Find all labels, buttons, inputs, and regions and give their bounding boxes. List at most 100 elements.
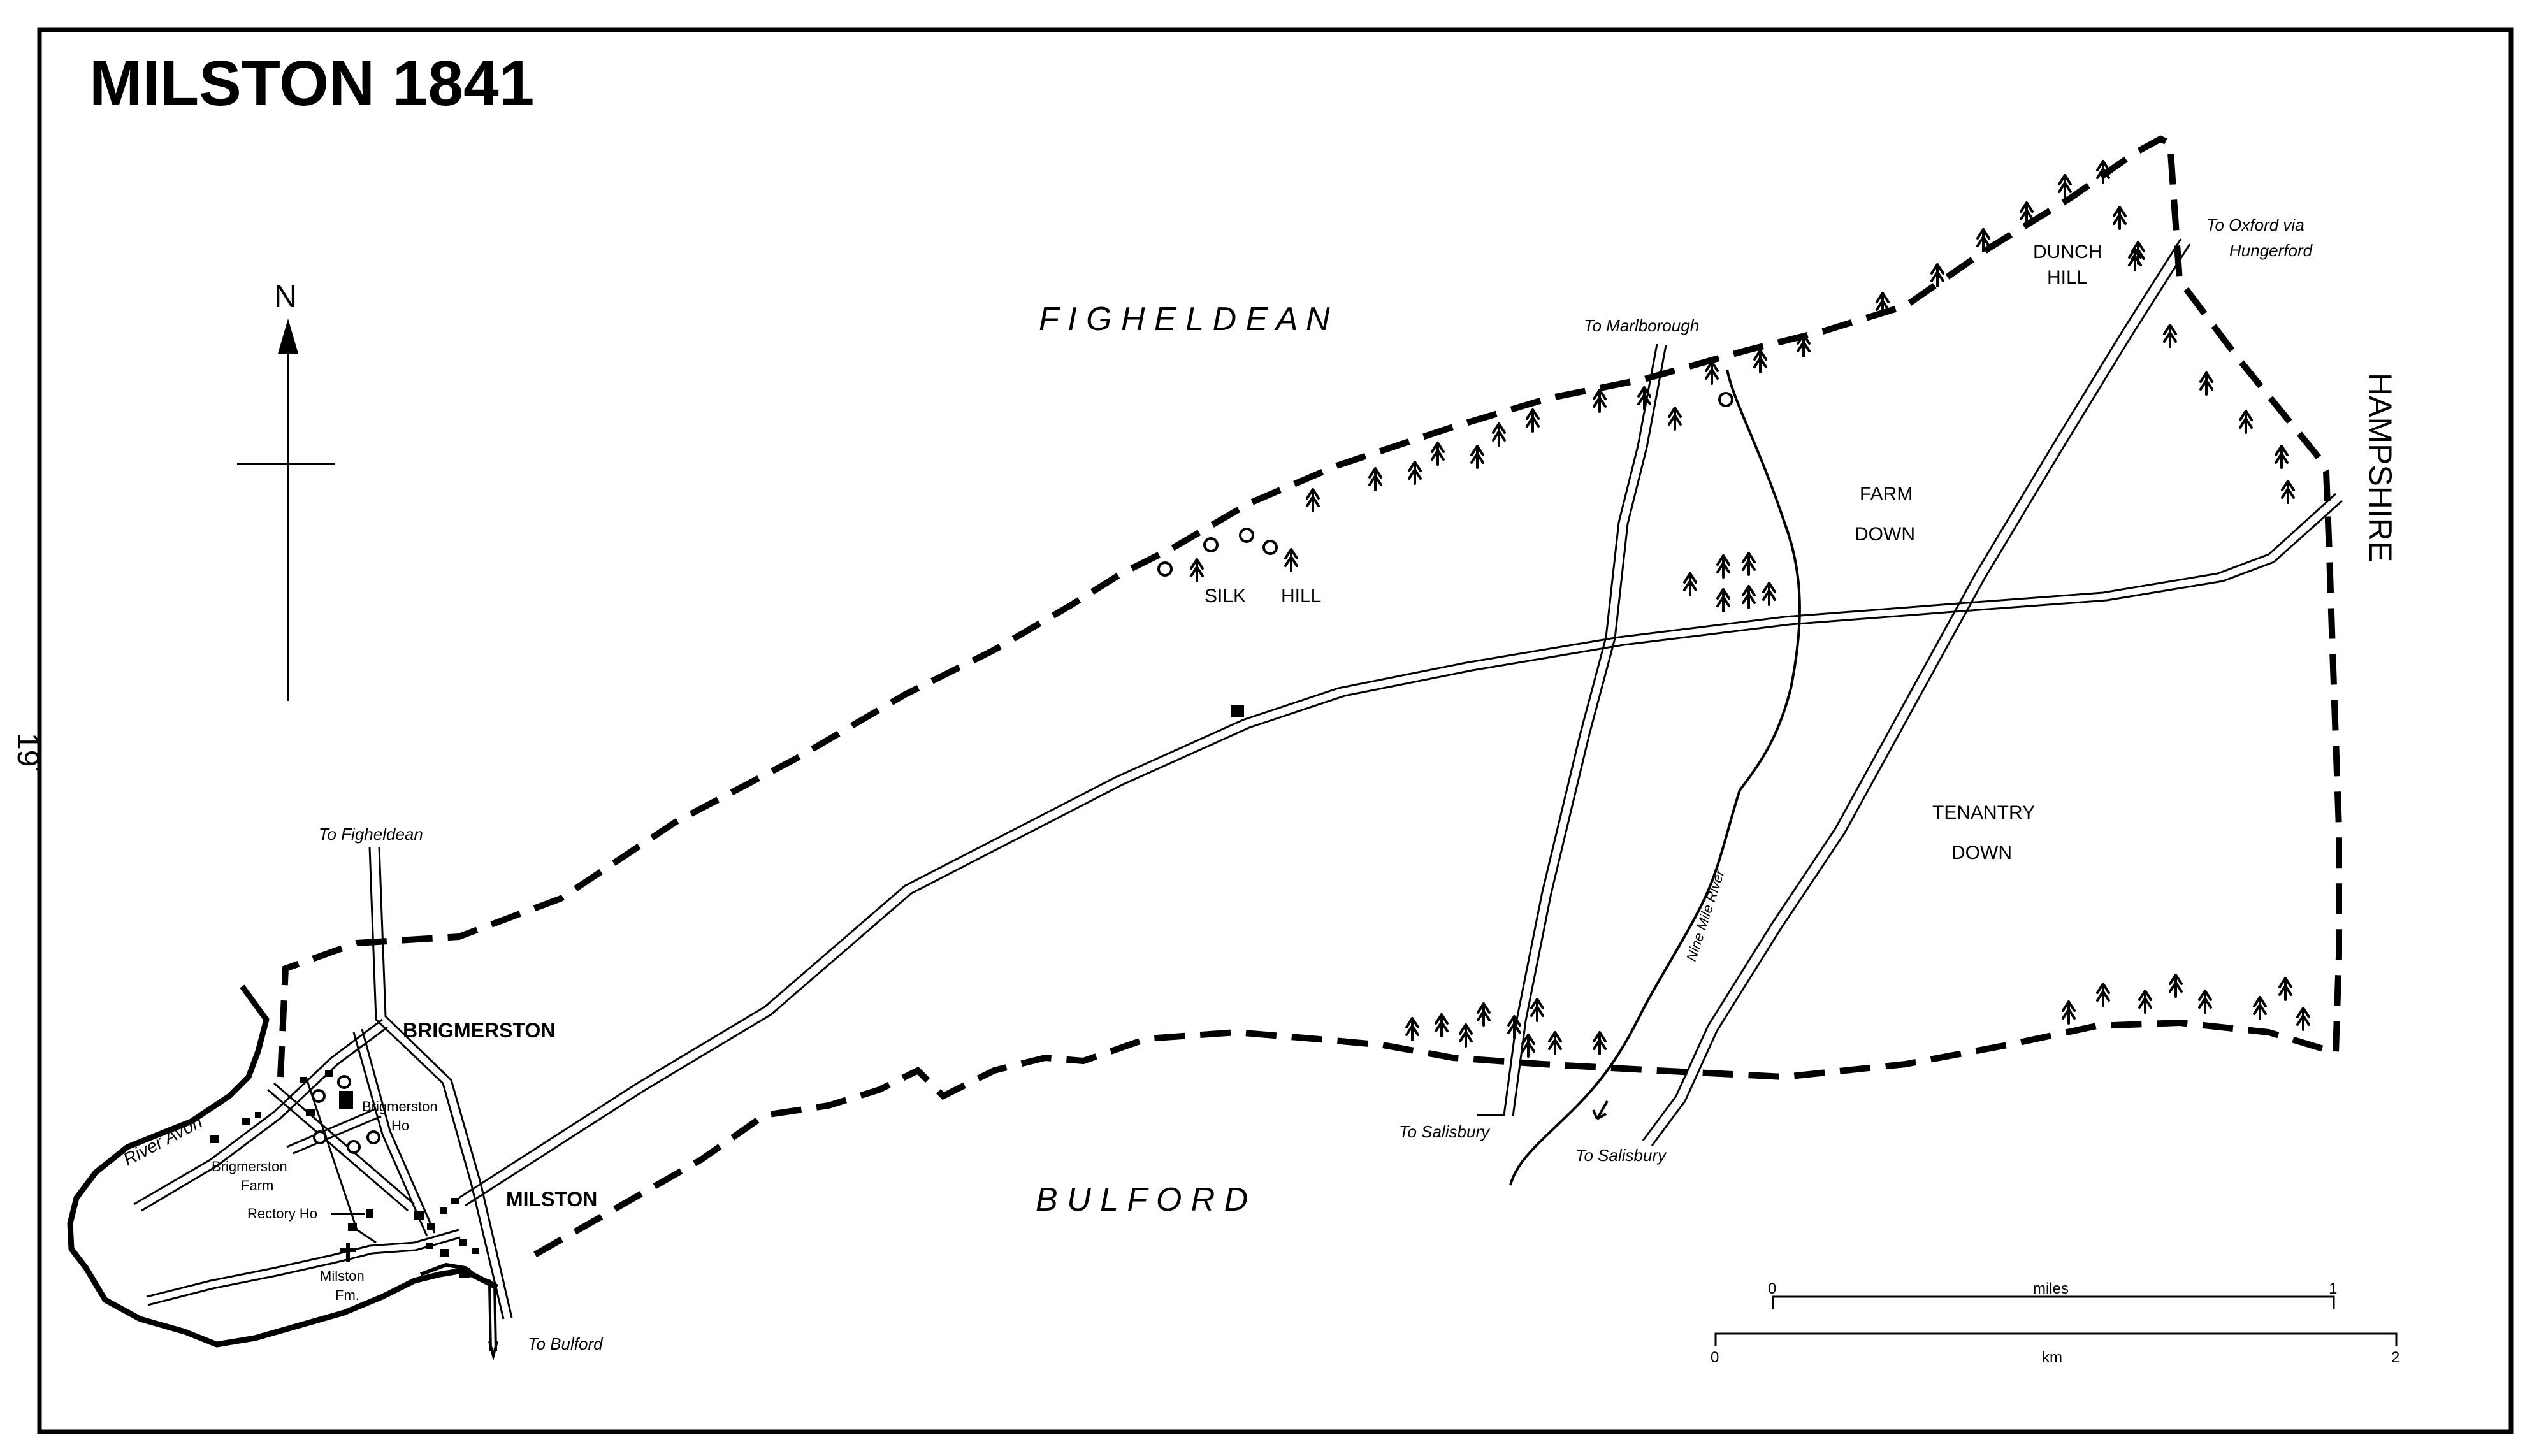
place-label-dunch-hill: HILL (2047, 267, 2087, 288)
tree-icon (1762, 582, 1776, 606)
main-road-b (465, 500, 2343, 1207)
place-label-tenantry: TENANTRY (1932, 802, 2035, 823)
tree-icon (1459, 1023, 1473, 1048)
tree-icon (1477, 1002, 1491, 1027)
county-label-hampshire: HAMPSHIRE (2362, 373, 2398, 562)
tree-icon (2020, 201, 2034, 226)
label-brigmerston-farm: Brigmerston (212, 1158, 287, 1174)
tree-icon (1683, 572, 1697, 596)
scale-bar-km (1714, 1332, 2398, 1346)
river-avon-outflow (488, 1283, 498, 1361)
bush-icon (1157, 561, 1173, 577)
nine-mile-river (1509, 369, 1801, 1186)
bush-icon (312, 1089, 326, 1103)
north-arrow-icon (237, 319, 335, 701)
rectory-building (366, 1209, 373, 1218)
parish-boundary (277, 135, 2342, 1265)
tree-icon (1637, 386, 1651, 410)
tree-icon (1470, 445, 1484, 469)
tree-icon (1548, 1031, 1562, 1055)
bush-symbols (312, 392, 1733, 1154)
trees-north-boundary (1190, 160, 2295, 582)
tree-icon (1507, 1015, 1521, 1039)
tree-icon (1716, 588, 1730, 612)
map-title: MILSTON 1841 (89, 48, 534, 119)
tree-icon (1593, 389, 1607, 413)
place-label-farm: FARM (1860, 484, 1913, 505)
road-label-oxford: To Oxford via (2206, 215, 2304, 234)
label-brigmerston-ho-2: Ho (391, 1118, 409, 1134)
tree-icon (1705, 361, 1719, 385)
trees-south-boundary (1405, 974, 2310, 1058)
main-road-a (458, 493, 2337, 1199)
tree-icon (2198, 990, 2212, 1014)
place-label-hill: HILL (1281, 586, 1321, 607)
place-label-tenantry-down: DOWN (1951, 842, 2012, 863)
label-brigmerston-farm-2: Farm (241, 1178, 273, 1193)
road-label-hungerford: Hungerford (2229, 241, 2313, 260)
tree-icon (1930, 263, 1944, 287)
scale-km-label: km (2042, 1349, 2062, 1366)
road-label-figheldean: To Figheldean (319, 825, 423, 844)
tree-icon (2296, 1007, 2310, 1031)
label-milston-fm-2: Fm. (335, 1287, 359, 1303)
tree-icon (2253, 996, 2267, 1020)
tree-icon (2239, 410, 2253, 434)
tree-icon (1284, 548, 1298, 572)
bush-icon (1262, 540, 1278, 555)
tree-icon (2278, 977, 2292, 1001)
road-label-marlborough: To Marlborough (1584, 316, 1699, 335)
tree-icon (2169, 974, 2183, 998)
bush-icon (347, 1140, 361, 1154)
village-lanes (133, 1018, 461, 1306)
tree-icon (1492, 422, 1506, 447)
tree-icon (1742, 552, 1756, 576)
tree-icon (1742, 585, 1756, 609)
label-rectory-ho: Rectory Ho (247, 1206, 317, 1222)
place-label-dunch: DUNCH (2033, 241, 2102, 263)
tree-icon (1668, 407, 1682, 431)
tree-icon (1976, 228, 1990, 252)
tree-icon (1876, 292, 1890, 316)
tree-icon (1526, 408, 1540, 433)
tree-icon (1521, 1034, 1535, 1058)
river-flow-arrow-icon (1592, 1100, 1609, 1120)
road-label-salisbury-west: To Salisbury (1399, 1122, 1491, 1141)
road-to-oxford (1642, 238, 2191, 1146)
river-avon (67, 984, 499, 1348)
scale-miles-start: 0 (1768, 1280, 1776, 1297)
north-label: N (274, 278, 297, 314)
tree-icon (2128, 247, 2142, 271)
bush-icon (337, 1075, 351, 1089)
tree-icon (2096, 983, 2110, 1007)
place-label-farm-down: DOWN (1855, 524, 1915, 545)
tree-icon (2062, 1000, 2076, 1025)
trees-farm-down (1683, 552, 1776, 612)
tree-icon (1797, 333, 1811, 357)
margin-mark: 19´ (11, 733, 45, 777)
label-milston-fm: Milston (320, 1268, 365, 1284)
map-frame (37, 27, 2514, 1434)
scale-miles-end: 1 (2329, 1280, 2337, 1297)
bush-icon (1239, 528, 1254, 543)
pond-icon (1718, 392, 1733, 407)
road-to-marlborough (1477, 343, 1667, 1117)
bush-icon (1203, 537, 1219, 552)
tree-icon (2275, 445, 2289, 469)
road-to-figheldean (368, 847, 513, 1320)
place-label-milston: MILSTON (506, 1188, 597, 1211)
tree-icon (1593, 1031, 1607, 1055)
tree-icon (1190, 558, 1204, 582)
road-label-salisbury-east: To Salisbury (1575, 1146, 1667, 1165)
scale-bar (1714, 1295, 2398, 1346)
scale-bar-miles (1772, 1295, 2335, 1309)
place-label-silk: SILK (1205, 586, 1246, 607)
parish-label-bulford: B U L F O R D (1036, 1181, 1248, 1218)
tree-icon (1306, 488, 1320, 512)
label-river-avon: River Avon (120, 1111, 205, 1169)
tree-icon (1405, 1017, 1419, 1041)
tree-icon (2058, 174, 2072, 198)
tree-icon (1716, 554, 1730, 579)
church-icon (340, 1243, 356, 1262)
tree-icon (1431, 442, 1445, 466)
